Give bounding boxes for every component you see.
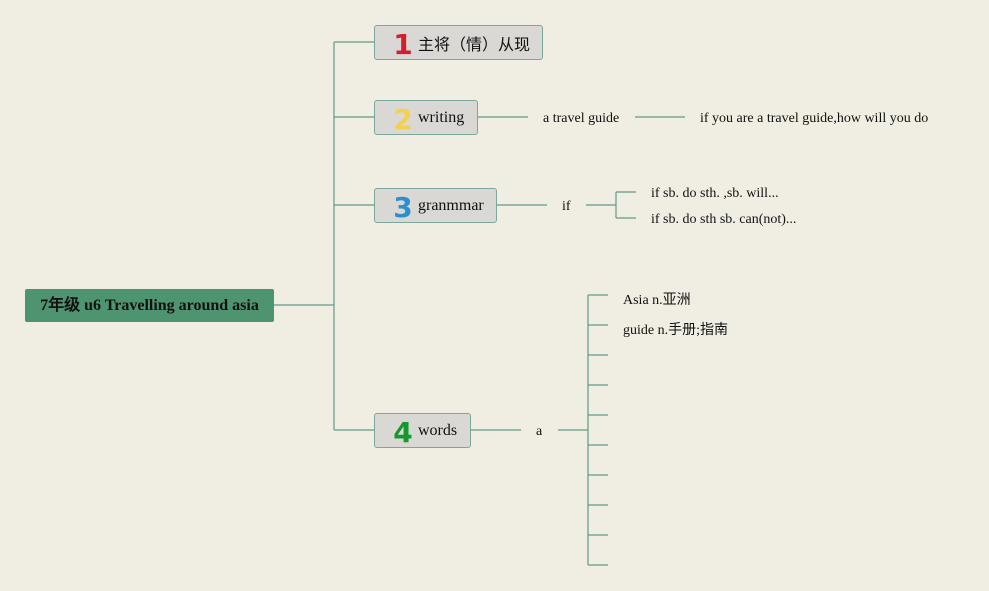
- branch-label-1: 主将（情）从现: [418, 34, 531, 54]
- number-4-icon: 4: [393, 416, 412, 446]
- svg-text:2: 2: [393, 103, 412, 133]
- svg-text:3: 3: [393, 191, 412, 221]
- words-child-node[interactable]: a: [536, 424, 543, 439]
- branch-label-2: writing: [418, 108, 465, 126]
- grammar-item-1[interactable]: if sb. do sth. ,sb. will...: [651, 186, 779, 201]
- writing-grandchild-node[interactable]: if you are a travel guide,how will you d…: [700, 111, 929, 126]
- number-1-icon: 1: [393, 28, 412, 58]
- words-item-1[interactable]: Asia n.亚洲: [623, 293, 691, 308]
- number-2-icon: 2: [393, 103, 412, 133]
- root-label: 7年级 u6 Travelling around asia: [40, 297, 259, 314]
- writing-child-node[interactable]: a travel guide: [543, 111, 620, 126]
- branch-node-1[interactable]: 1 主将（情）从现: [374, 25, 543, 60]
- root-node[interactable]: 7年级 u6 Travelling around asia: [25, 289, 274, 322]
- branch-node-3[interactable]: 3 granmmar: [374, 188, 497, 223]
- branch-label-3: granmmar: [418, 196, 484, 214]
- grammar-item-2[interactable]: if sb. do sth sb. can(not)...: [651, 212, 797, 227]
- branch-node-4[interactable]: 4 words: [374, 413, 471, 448]
- branch-label-4: words: [418, 421, 458, 439]
- grammar-child-node[interactable]: if: [562, 199, 571, 214]
- branch-node-2[interactable]: 2 writing: [374, 100, 478, 135]
- words-item-2[interactable]: guide n.手册;指南: [623, 323, 728, 338]
- number-3-icon: 3: [393, 191, 412, 221]
- svg-text:1: 1: [393, 28, 412, 58]
- svg-text:4: 4: [393, 416, 412, 446]
